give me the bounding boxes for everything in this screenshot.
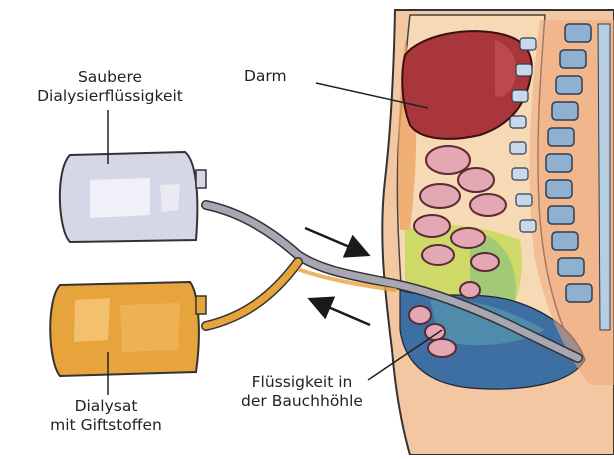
clean-fluid-label-line1: Saubere: [22, 68, 198, 87]
torso-cross-section: [382, 10, 614, 455]
dialysate-label-line2: mit Giftstoffen: [18, 416, 194, 435]
dialysate-label-line1: Dialysat: [18, 397, 194, 416]
used-dialysate-bag: [50, 282, 206, 376]
cavity-fluid-label: Flüssigkeit in der Bauchhöhle: [232, 373, 372, 411]
dialysate-label: Dialysat mit Giftstoffen: [18, 397, 194, 435]
intestine-label: Darm: [244, 67, 314, 86]
cavity-fluid-label-line1: Flüssigkeit in: [232, 373, 372, 392]
clean-fluid-bag: [60, 152, 206, 242]
cavity-fluid-label-line2: der Bauchhöhle: [232, 392, 372, 411]
clean-fluid-label: Saubere Dialysierflüssigkeit: [22, 68, 198, 106]
inflow-arrow: [305, 228, 366, 254]
outflow-arrow: [312, 300, 370, 325]
clean-fluid-label-line2: Dialysierflüssigkeit: [22, 87, 198, 106]
